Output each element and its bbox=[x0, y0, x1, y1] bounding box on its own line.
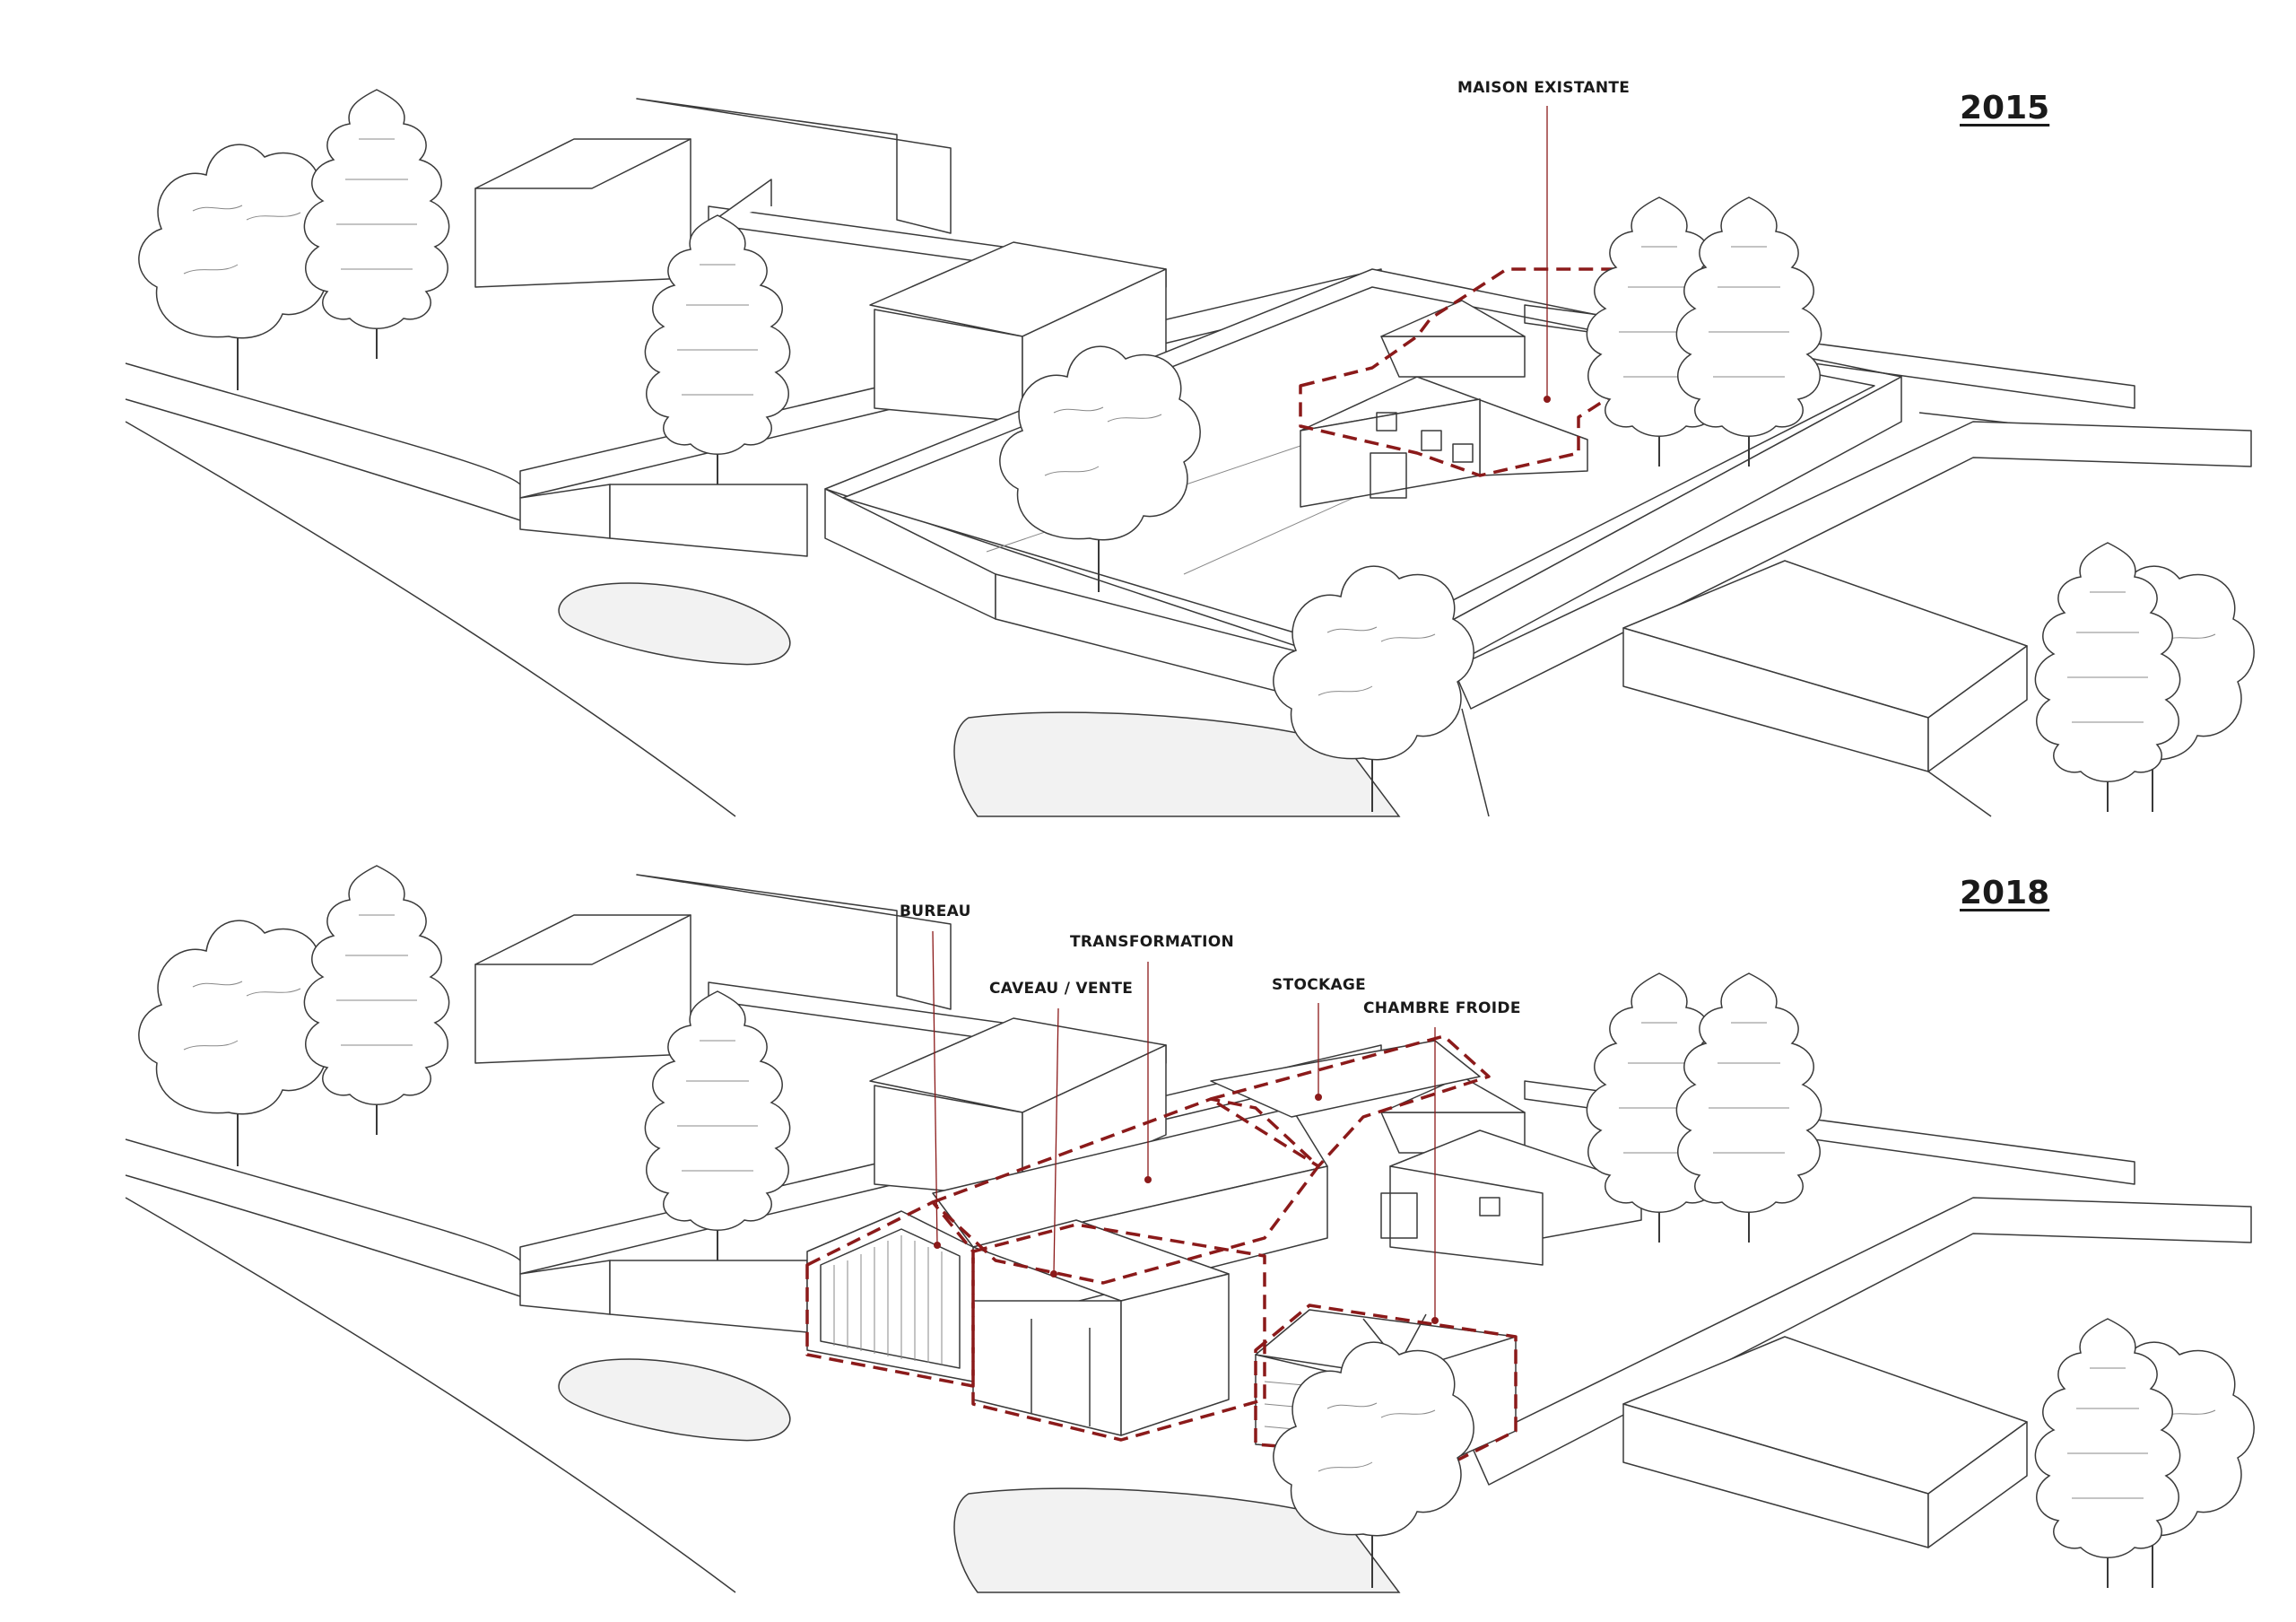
barn-right bbox=[1622, 560, 2028, 772]
caveau-vente-outline bbox=[971, 1223, 1266, 1442]
boundary-wall bbox=[609, 484, 808, 557]
boundary-wall bbox=[1524, 1080, 2135, 1185]
year-title-2015: 2015 bbox=[1960, 90, 2050, 126]
road-edge bbox=[125, 398, 521, 521]
road-edge bbox=[125, 362, 521, 485]
transformation-outline bbox=[931, 1097, 1320, 1285]
label-caveau-vente: CAVEAU / VENTE bbox=[989, 980, 1134, 998]
field-wall bbox=[1927, 771, 1992, 817]
label-bureau: BUREAU bbox=[900, 903, 971, 920]
label-chambre-froide: CHAMBRE FROIDE bbox=[1363, 999, 1521, 1017]
bureau-outline bbox=[805, 1200, 975, 1388]
maison-existante-building bbox=[1380, 1076, 1642, 1266]
leader-dot bbox=[1050, 1270, 1057, 1278]
barn-right bbox=[1622, 1336, 2028, 1548]
road-edge bbox=[125, 1174, 521, 1297]
tree bbox=[303, 865, 450, 1136]
leader-dot bbox=[1315, 1094, 1322, 1101]
boundary-wall bbox=[609, 1260, 808, 1333]
leader-dot bbox=[1144, 1176, 1152, 1183]
leader-line bbox=[932, 930, 938, 1246]
leader-line bbox=[1053, 1007, 1059, 1275]
leader-dot bbox=[934, 1242, 941, 1249]
leader-dot bbox=[1544, 396, 1551, 403]
field-wall bbox=[1461, 708, 1490, 817]
label-transformation: TRANSFORMATION bbox=[1070, 933, 1235, 951]
tree bbox=[303, 89, 450, 360]
field-wall bbox=[1452, 421, 2252, 710]
panel-2015 bbox=[125, 89, 2256, 817]
boundary-wall bbox=[1524, 304, 2135, 409]
leader-dot bbox=[1431, 1317, 1439, 1324]
road-edge bbox=[125, 1138, 521, 1261]
stockage-outline bbox=[1209, 1034, 1491, 1168]
label-maison-existante: MAISON EXISTANTE bbox=[1457, 79, 1631, 97]
maison-existante-building bbox=[1299, 267, 1688, 508]
pond bbox=[558, 582, 791, 666]
road-edge bbox=[125, 421, 736, 817]
label-stockage: STOCKAGE bbox=[1272, 976, 1367, 994]
panel-2018 bbox=[125, 865, 2256, 1593]
bureau-building bbox=[806, 1210, 974, 1382]
field-wall bbox=[1470, 1197, 2252, 1486]
neighbour-house bbox=[869, 1017, 1167, 1199]
road-edge bbox=[125, 1197, 736, 1593]
pond bbox=[558, 1358, 791, 1442]
year-title-2018: 2018 bbox=[1960, 875, 2050, 911]
